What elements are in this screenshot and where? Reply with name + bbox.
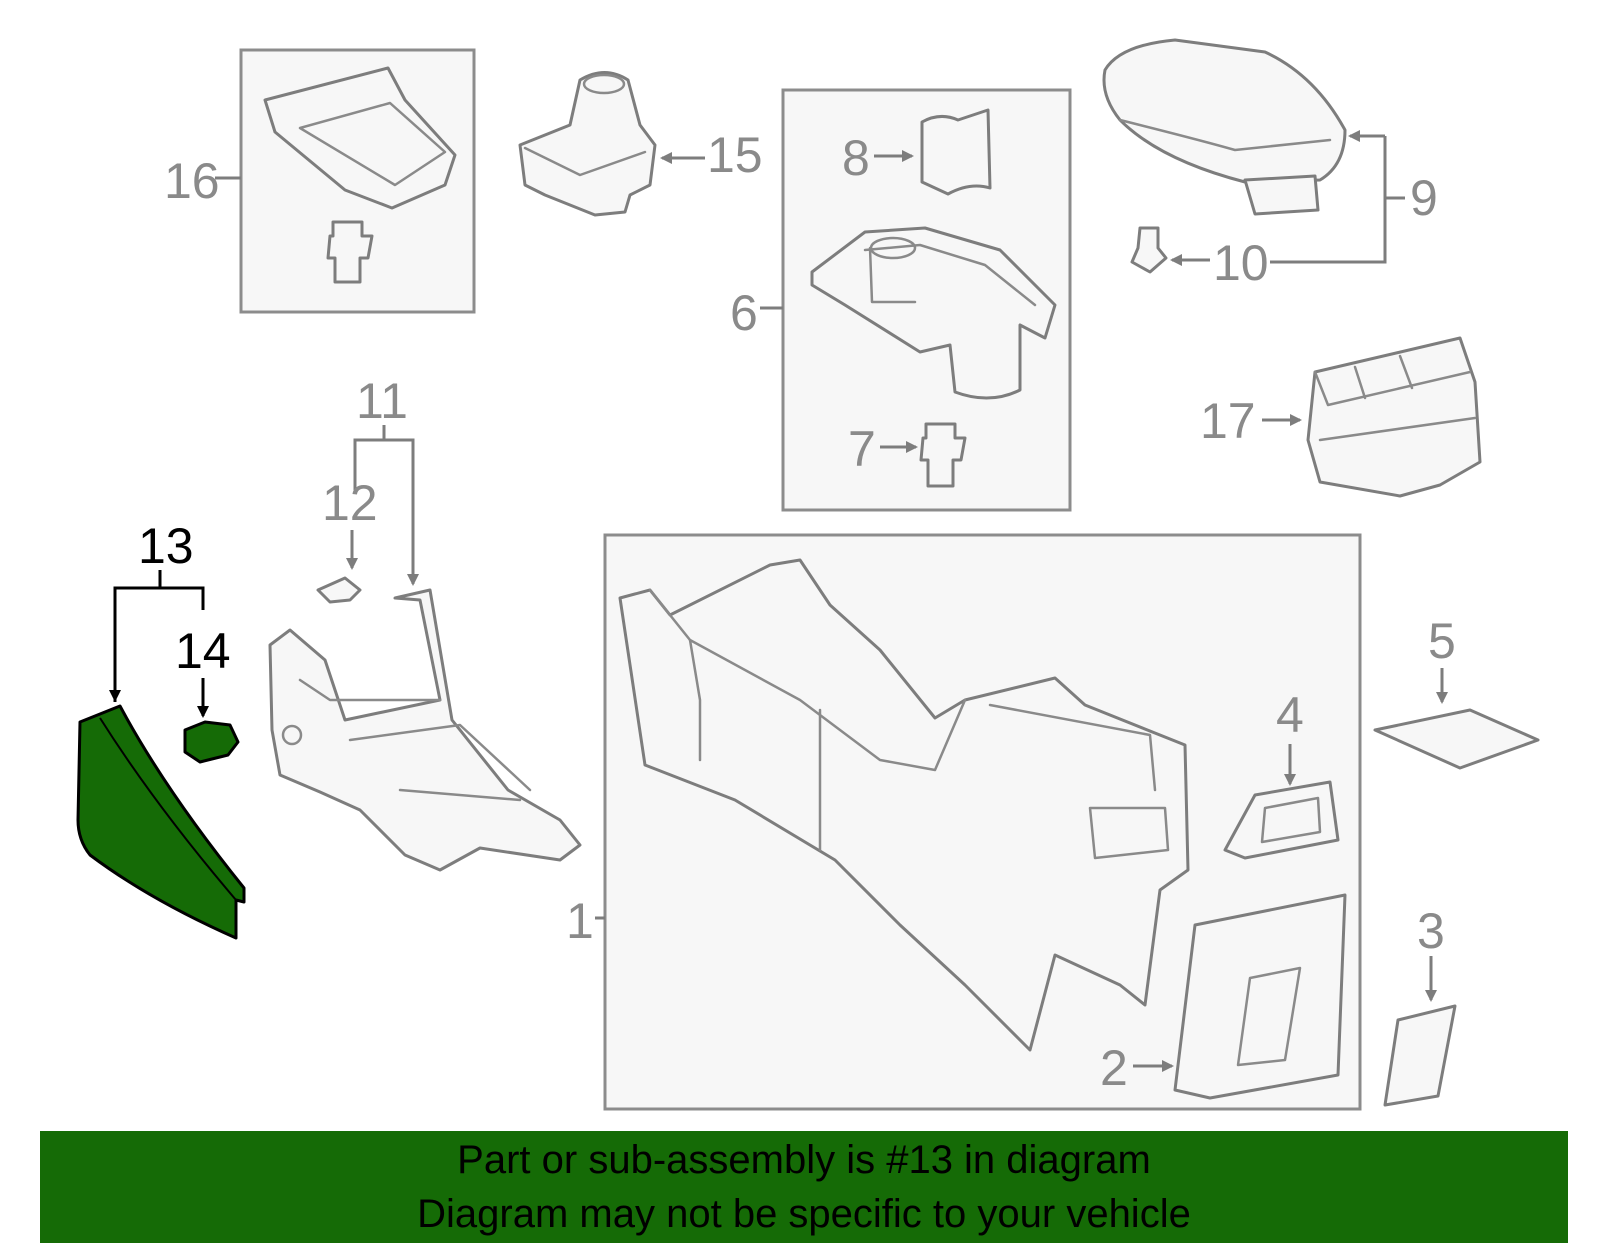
part-16-group: 16 [164, 48, 476, 314]
part-4-group: 4 [1223, 687, 1340, 860]
callout-10: 10 [1213, 235, 1269, 291]
part-5-mat [1373, 708, 1540, 770]
part-8-insert [920, 108, 992, 196]
callout-8: 8 [842, 130, 870, 186]
callout-11: 11 [356, 373, 408, 429]
callout-3: 3 [1417, 903, 1445, 959]
part-14-clip[interactable] [183, 720, 240, 764]
callout-7: 7 [848, 421, 876, 477]
callout-6: 6 [730, 285, 758, 341]
part-16-clip [326, 220, 374, 284]
callout-15: 15 [707, 127, 763, 183]
part-16-shift-bezel [263, 66, 457, 210]
part-1-console-body [618, 558, 1190, 1052]
part-5-group: 5 [1373, 613, 1540, 770]
part-2-cover [1173, 893, 1347, 1100]
part-6-console-tray [810, 226, 1057, 400]
callout-2: 2 [1100, 1040, 1128, 1096]
part-1-group: 1 2 [566, 533, 1362, 1111]
callout-16: 16 [164, 153, 220, 209]
part-17-switch-assembly [1306, 336, 1482, 498]
part-15-shift-boot [518, 71, 657, 217]
part-12-clip [316, 576, 362, 604]
callout-4: 4 [1276, 687, 1304, 743]
callout-12: 12 [322, 475, 378, 531]
callout-5: 5 [1428, 613, 1456, 669]
part-3-group: 3 [1383, 903, 1457, 1107]
callout-17: 17 [1200, 393, 1256, 449]
part-10-clip [1130, 226, 1168, 274]
callout-9: 9 [1410, 170, 1438, 226]
callout-13: 13 [138, 518, 194, 574]
part-7-clip [919, 422, 967, 488]
part-11-group: 11 12 [268, 373, 582, 872]
callout-1: 1 [566, 893, 594, 949]
part-4-pocket [1223, 780, 1340, 860]
part-9-hinge [1243, 174, 1320, 216]
part-17-group: 17 [1200, 336, 1482, 498]
info-banner: Part or sub-assembly is #13 in diagram D… [40, 1131, 1568, 1243]
part-13-console-side-trim[interactable] [76, 704, 246, 940]
part-15-group: 15 [518, 71, 763, 217]
callout-14: 14 [175, 623, 231, 679]
part-13-group: 13 14 [76, 518, 246, 940]
part-9-armrest-lid [1102, 38, 1347, 184]
banner-line-2: Diagram may not be specific to your vehi… [417, 1192, 1191, 1236]
part-6-group: 8 6 7 [730, 88, 1072, 512]
part-9-group: 9 10 [1102, 38, 1438, 291]
banner-line-1: Part or sub-assembly is #13 in diagram [457, 1138, 1151, 1182]
part-3-cap [1383, 1004, 1457, 1107]
